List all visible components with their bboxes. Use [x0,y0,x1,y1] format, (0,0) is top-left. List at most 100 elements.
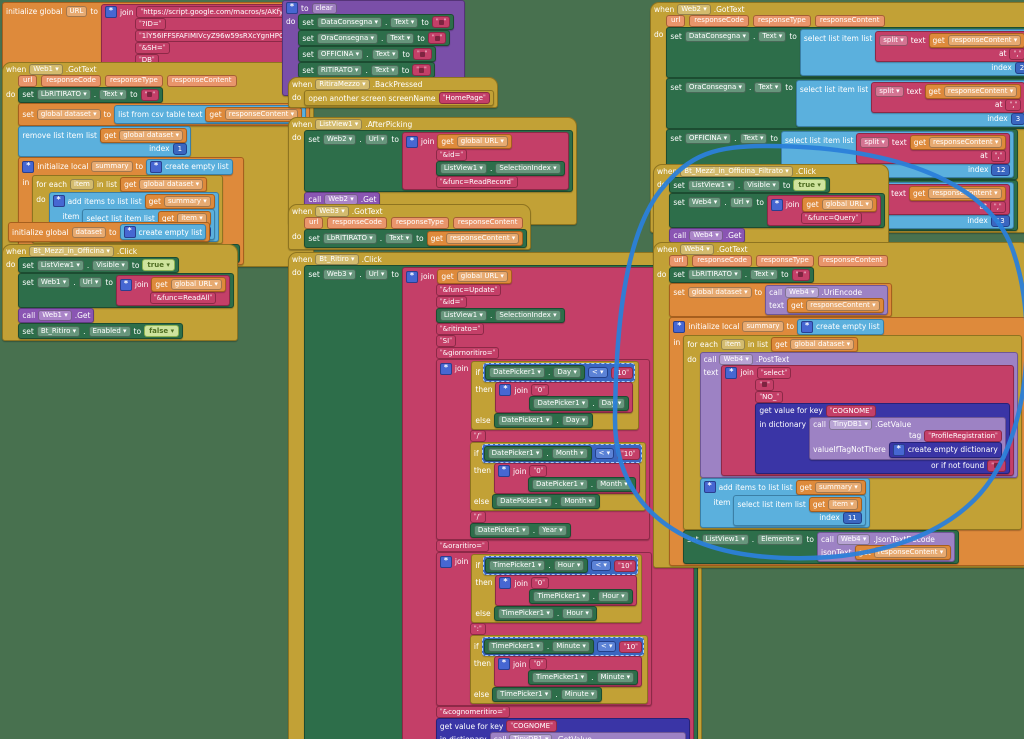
dropdown-field[interactable]: global dataset ▾ [790,338,855,350]
dropdown-field[interactable]: SelectionIndex ▾ [495,163,561,174]
block-text[interactable]: *joinselectNO_get value for keyCOGNOMEin… [721,364,1014,476]
comparison-operator-dropdown[interactable]: < ▾ [591,560,611,571]
block-mathc[interactable]: DatePicker1 ▾.Month ▾< ▾10 [481,444,642,463]
dropdown-field[interactable]: DatePicker1 ▾ [489,367,545,378]
dropdown-field[interactable]: Web2 ▾ [322,134,357,145]
dropdown-field[interactable]: item ▾ [828,498,858,510]
block-text[interactable]: *join0DatePicker1 ▾.Day ▾ [495,382,634,413]
dropdown-field[interactable]: TinyDB1 ▾ [509,734,553,739]
mutator-icon[interactable]: * [405,135,418,148]
dropdown-field[interactable]: URL [65,6,88,17]
dropdown-field[interactable]: item [70,178,94,190]
dropdown-field[interactable]: DatePicker1 ▾ [487,448,544,459]
dropdown-field[interactable]: Web4 ▾ [719,353,753,365]
dropdown-field[interactable]: DatePicker1 ▾ [496,496,552,507]
mutator-icon[interactable]: * [725,366,738,379]
text-string-block[interactable]: , [1005,98,1022,111]
block-green[interactable]: DatePicker1 ▾.Day ▾ [529,396,630,411]
dropdown-field[interactable]: Day ▾ [597,398,626,409]
dropdown-field[interactable]: TinyDB1 ▾ [828,418,872,430]
block-text[interactable]: *join0DatePicker1 ▾.Month ▾ [493,463,640,494]
dropdown-field[interactable]: OraConsegna ▾ [684,81,746,93]
dropdown-field[interactable]: Text ▾ [99,89,128,100]
dropdown-field[interactable]: Web4 ▾ [689,230,723,241]
block-mathc[interactable]: DatePicker1 ▾.Day ▾< ▾10 [483,363,635,382]
dropdown-field[interactable]: split ▾ [879,34,908,46]
block-green[interactable]: TimePicker1 ▾.Hour ▾ [485,558,589,573]
text-string-block[interactable]: 10 [610,366,633,379]
dropdown-field[interactable]: ListView1 ▾ [687,179,735,191]
text-string-block[interactable]: 0 [531,577,549,589]
text-string-block[interactable]: , [1009,47,1024,60]
dropdown-field[interactable]: Bt_Mezzi_in_Officina_Filtrato ▾ [680,166,793,177]
mutator-icon[interactable]: * [119,278,132,291]
dropdown-field[interactable]: global URL ▾ [456,271,508,282]
mutator-icon[interactable]: * [703,481,716,493]
dropdown-field[interactable]: TimePicker1 ▾ [496,689,553,700]
dropdown-field[interactable]: OFFICINA ▾ [684,132,732,144]
mutator-icon[interactable]: * [801,320,814,333]
number-block[interactable]: 3 [1010,112,1024,125]
empty-string-block[interactable] [427,32,447,44]
number-block[interactable]: 2 [1014,61,1024,74]
dropdown-field[interactable]: Url ▾ [364,269,389,280]
block-list[interactable]: *create empty list [146,158,233,175]
number-block[interactable]: 11 [842,511,862,524]
dropdown-field[interactable]: Web4 ▾ [680,244,714,255]
mutator-icon[interactable]: * [499,577,512,589]
dropdown-field[interactable]: summary ▾ [814,481,862,493]
block-dict[interactable]: get value for keyCOGNOMEin dictionarycal… [755,402,1010,474]
comparison-operator-dropdown[interactable]: < ▾ [594,448,615,459]
dropdown-field[interactable]: summary [742,321,784,332]
dropdown-field[interactable]: Text ▾ [371,48,400,60]
block-green[interactable]: DatePicker1 ▾.Year ▾ [469,523,571,538]
dropdown-field[interactable]: TimePicker1 ▾ [533,591,590,602]
dropdown-field[interactable]: Month ▾ [596,479,632,490]
number-block[interactable]: 1 [172,142,188,155]
empty-string-block[interactable] [431,16,451,28]
text-string-block[interactable]: &id= [435,296,468,308]
logic-false-block[interactable]: false ▾ [144,325,180,337]
block-list[interactable]: *create empty list [119,224,207,240]
dropdown-field[interactable]: responseContent ▾ [224,108,299,120]
dropdown-field[interactable]: Text ▾ [750,269,779,280]
dropdown-field[interactable]: Text ▾ [385,232,414,244]
comparison-operator-dropdown[interactable]: < ▾ [596,641,617,652]
block-green[interactable]: TimePicker1 ▾.Minute ▾ [483,639,594,654]
number-block[interactable]: 13 [990,214,1010,227]
dropdown-field[interactable]: Visible ▾ [92,259,129,271]
dropdown-field[interactable]: Web3 ▾ [322,269,357,280]
dropdown-field[interactable]: Url ▾ [364,134,389,145]
logic-true-block[interactable]: true ▾ [793,179,826,191]
mutator-icon[interactable]: * [439,556,452,568]
dropdown-field[interactable]: responseContent ▾ [873,546,948,558]
mutator-icon[interactable]: * [497,658,510,670]
dropdown-field[interactable]: global dataset ▾ [687,286,752,298]
